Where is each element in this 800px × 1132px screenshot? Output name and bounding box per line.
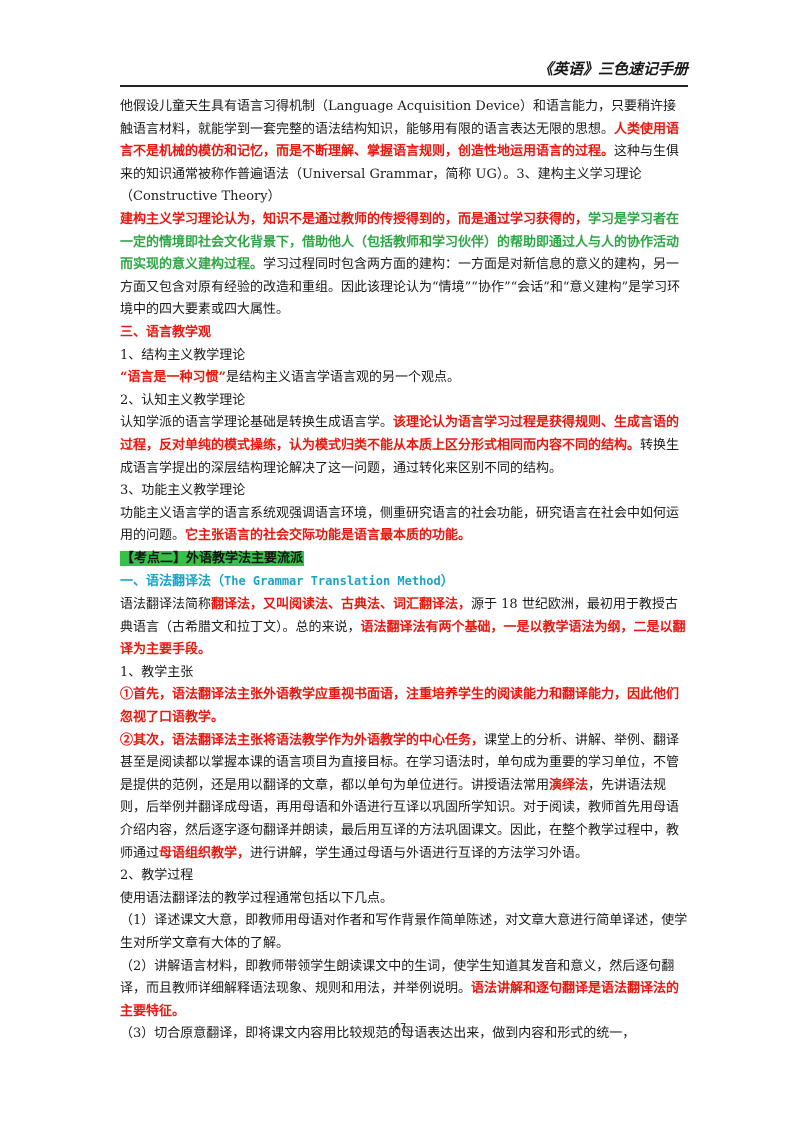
paragraph-grammar-translation: 语法翻译法简称翻译法，又叫阅读法、古典法、词汇翻译法，源于 18 世纪欧洲，最初… — [120, 594, 688, 662]
red-emphasis: 它主张语言的社会交际功能是语言最本质的功能。 — [185, 528, 472, 544]
claim-2: ②其次，语法翻译法主张将语法教学作为外语教学的中心任务，课堂上的分析、讲解、举例… — [120, 730, 688, 866]
red-emphasis: 该理论认为语言学习过程是获得规则、生成言语的过程，反对单纯的模式操练，认为模式归… — [120, 415, 680, 453]
subheading-structuralism: 1、结构主义教学理论 — [120, 347, 246, 363]
red-emphasis: 人类使用语言不是机械的模仿和记忆，而是不断理解、掌握语言规则，创造性地运用语言的… — [120, 121, 680, 160]
subheading-cognitivism: 2、认知主义教学理论 — [120, 392, 246, 408]
process-step-3: （3）切合原意翻译，即将课文内容用比较规范的母语表达出来，做到内容和形式的统一， — [120, 1026, 636, 1042]
text: 语法翻译法简称 — [120, 597, 212, 613]
red-emphasis: 语法讲解和逐句翻译是语法翻译法的主要特征。 — [120, 981, 680, 1019]
process-step-1: （1）译述课文大意，即教师用母语对作者和写作背景作简单陈述，对文章大意进行简单译… — [120, 913, 688, 951]
green-emphasis: 学习是学习者在一定的情境即社会文化背景下，借助他人（包括教师和学习伙伴）的帮助即… — [120, 211, 680, 273]
text: 进行讲解，学生通过母语与外语进行互译的方法学习外语。 — [250, 845, 589, 861]
text: 学习过程同时包含两方面的建构：一方面是对新信息的意义的建构，另一方面又包含对原有… — [120, 257, 681, 318]
text: 源于 18 世纪欧洲，最初用于教授古典语言（古希腊文和拉丁文）。总的来说， — [120, 597, 678, 635]
paragraph-functionalism: 功能主义语言学的语言系统观强调语言环境，侧重研究语言的社会功能，研究语言在社会中… — [120, 503, 688, 548]
text: 功能主义语言学的语言系统观强调语言环境，侧重研究语言的社会功能，研究语言在社会中… — [120, 505, 680, 544]
grammar-translation-heading: 一、语法翻译法（The Grammar Translation Method） — [120, 570, 688, 594]
running-header: 《英语》三色速记手册 — [120, 58, 688, 87]
heading-text: 一、语法翻译法（ — [120, 574, 225, 590]
red-emphasis: 母语组织教学， — [159, 845, 251, 861]
text: 他假设儿童天生具有语言习得机制（Language Acquisition Dev… — [120, 99, 677, 137]
text: ，先讲语法规则，后举例并翻译成母语，再用母语和外语进行互译以巩固所学知识。对于阅… — [120, 777, 680, 861]
paragraph-constructivism: 建构主义学习理论认为，知识不是通过教师的传授得到的，而是通过学习获得的，学习是学… — [120, 209, 688, 322]
process-step-2: （2）讲解语言材料，即教师带领学生朗读课文中的生词，使学生知道其发音和意义，然后… — [120, 956, 688, 1024]
page-number: 47 — [393, 1022, 407, 1033]
paragraph-structuralism: “语言是一种习惯”是结构主义语言学语言观的另一个观点。 — [120, 367, 688, 390]
red-emphasis: “语言是一种习惯” — [120, 370, 226, 386]
key-point-2-heading: 【考点二】外语教学法主要流派 — [120, 548, 688, 571]
paragraph-cognitivism: 认知学派的语言学理论基础是转换生成语言学。该理论认为语言学习过程是获得规则、生成… — [120, 412, 688, 480]
claim-1: ①首先，语法翻译法主张外语教学应重视书面语，注重培养学生的阅读能力和翻译能力，因… — [120, 687, 680, 726]
text: （2）讲解语言材料，即教师带领学生朗读课文中的生词，使学生知道其发音和意义，然后… — [120, 958, 675, 997]
text: 课堂上的分析、讲解、举例、翻译甚至是阅读都以掌握本课的语言项目为直接目标。在学习… — [120, 732, 680, 793]
subheading-functionalism: 3、功能主义教学理论 — [120, 483, 246, 499]
heading-english: The Grammar Translation Method — [224, 574, 441, 589]
subheading-teaching-process: 2、教学过程 — [120, 868, 194, 884]
highlighted-heading: 【考点二】外语教学法主要流派 — [120, 550, 305, 566]
heading-text: ） — [440, 574, 454, 590]
text: 认知学派的语言学理论基础是转换生成语言学。 — [120, 415, 394, 431]
red-emphasis: 翻译法，又叫阅读法、古典法、词汇翻译法， — [211, 597, 472, 613]
red-emphasis: 建构主义学习理论认为，知识不是通过教师的传授得到的，而是通过学习获得的， — [120, 211, 589, 227]
text: 转换生成语言学提出的深层结构理论解决了这一问题，通过转化来区别不同的结构。 — [120, 437, 680, 476]
text: 是结构主义语言学语言观的另一个观点。 — [225, 370, 460, 386]
red-emphasis: 语法翻译法有两个基础，一是以教学语法为纲，二是以翻译为主要手段。 — [120, 619, 686, 658]
process-intro: 使用语法翻译法的教学过程通常包括以下几点。 — [120, 890, 394, 906]
paragraph-chomsky: 他假设儿童天生具有语言习得机制（Language Acquisition Dev… — [120, 96, 688, 209]
subheading-teaching-claims: 1、教学主张 — [120, 664, 194, 680]
section-heading-3: 三、语言教学观 — [120, 324, 212, 340]
red-emphasis: 演绎法 — [549, 777, 589, 793]
page-content: 他假设儿童天生具有语言习得机制（Language Acquisition Dev… — [120, 96, 688, 1046]
red-emphasis: ②其次，语法翻译法主张将语法教学作为外语教学的中心任务， — [120, 732, 485, 748]
text: 这种与生俱来的知识通常被称作普遍语法（Universal Grammar，简称 … — [120, 144, 680, 205]
